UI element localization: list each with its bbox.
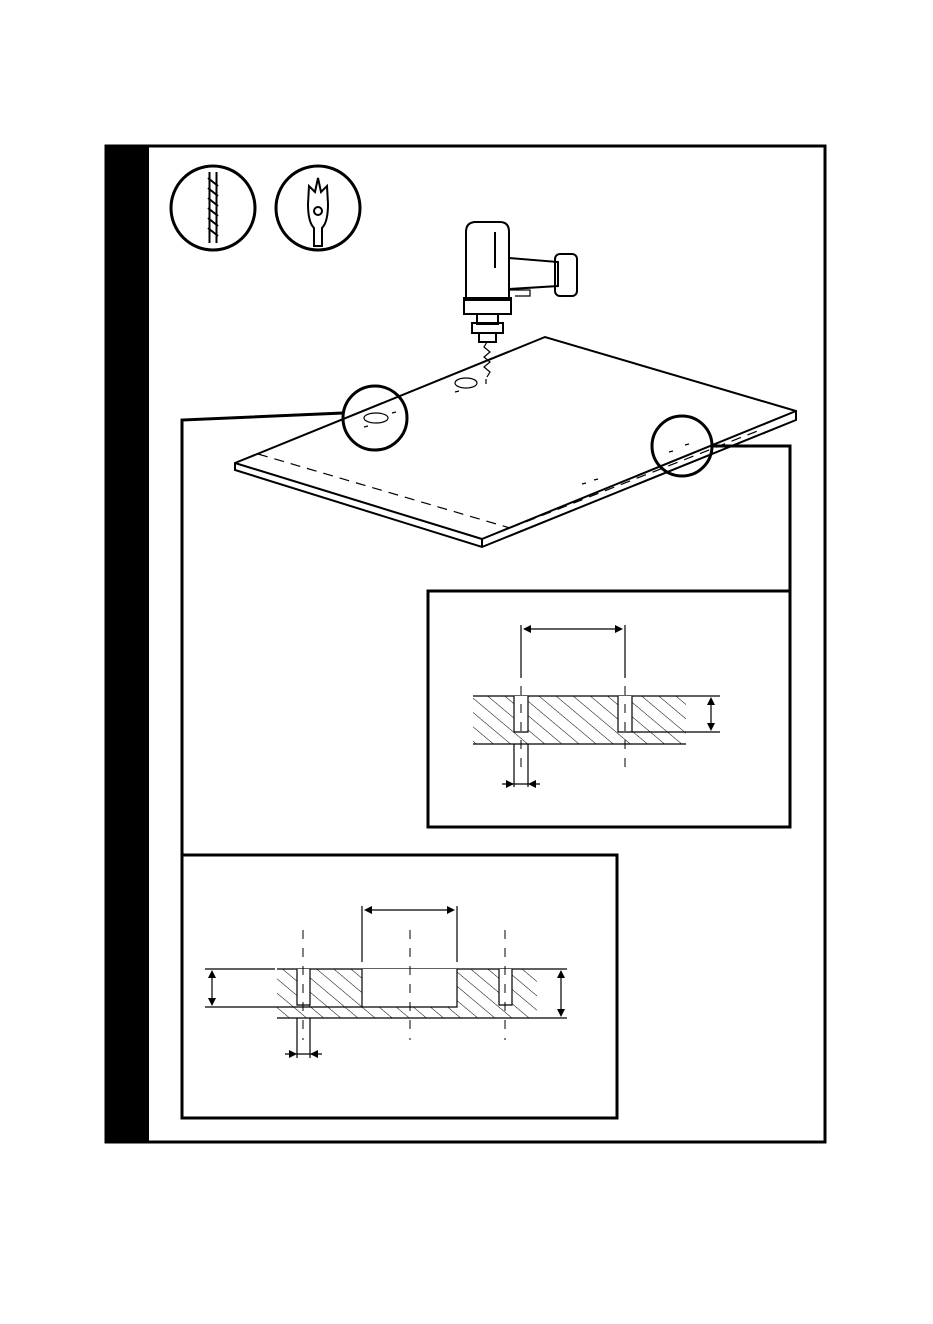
drill-bit-icon <box>171 166 255 250</box>
detail-dowel-holes <box>428 591 790 827</box>
power-drill-icon <box>464 222 577 384</box>
spade-bit-icon <box>276 166 360 250</box>
magnifier-left <box>182 386 407 855</box>
detail-hinge-cup-hole <box>182 855 617 1118</box>
step-sidebar-bar <box>106 146 149 1142</box>
